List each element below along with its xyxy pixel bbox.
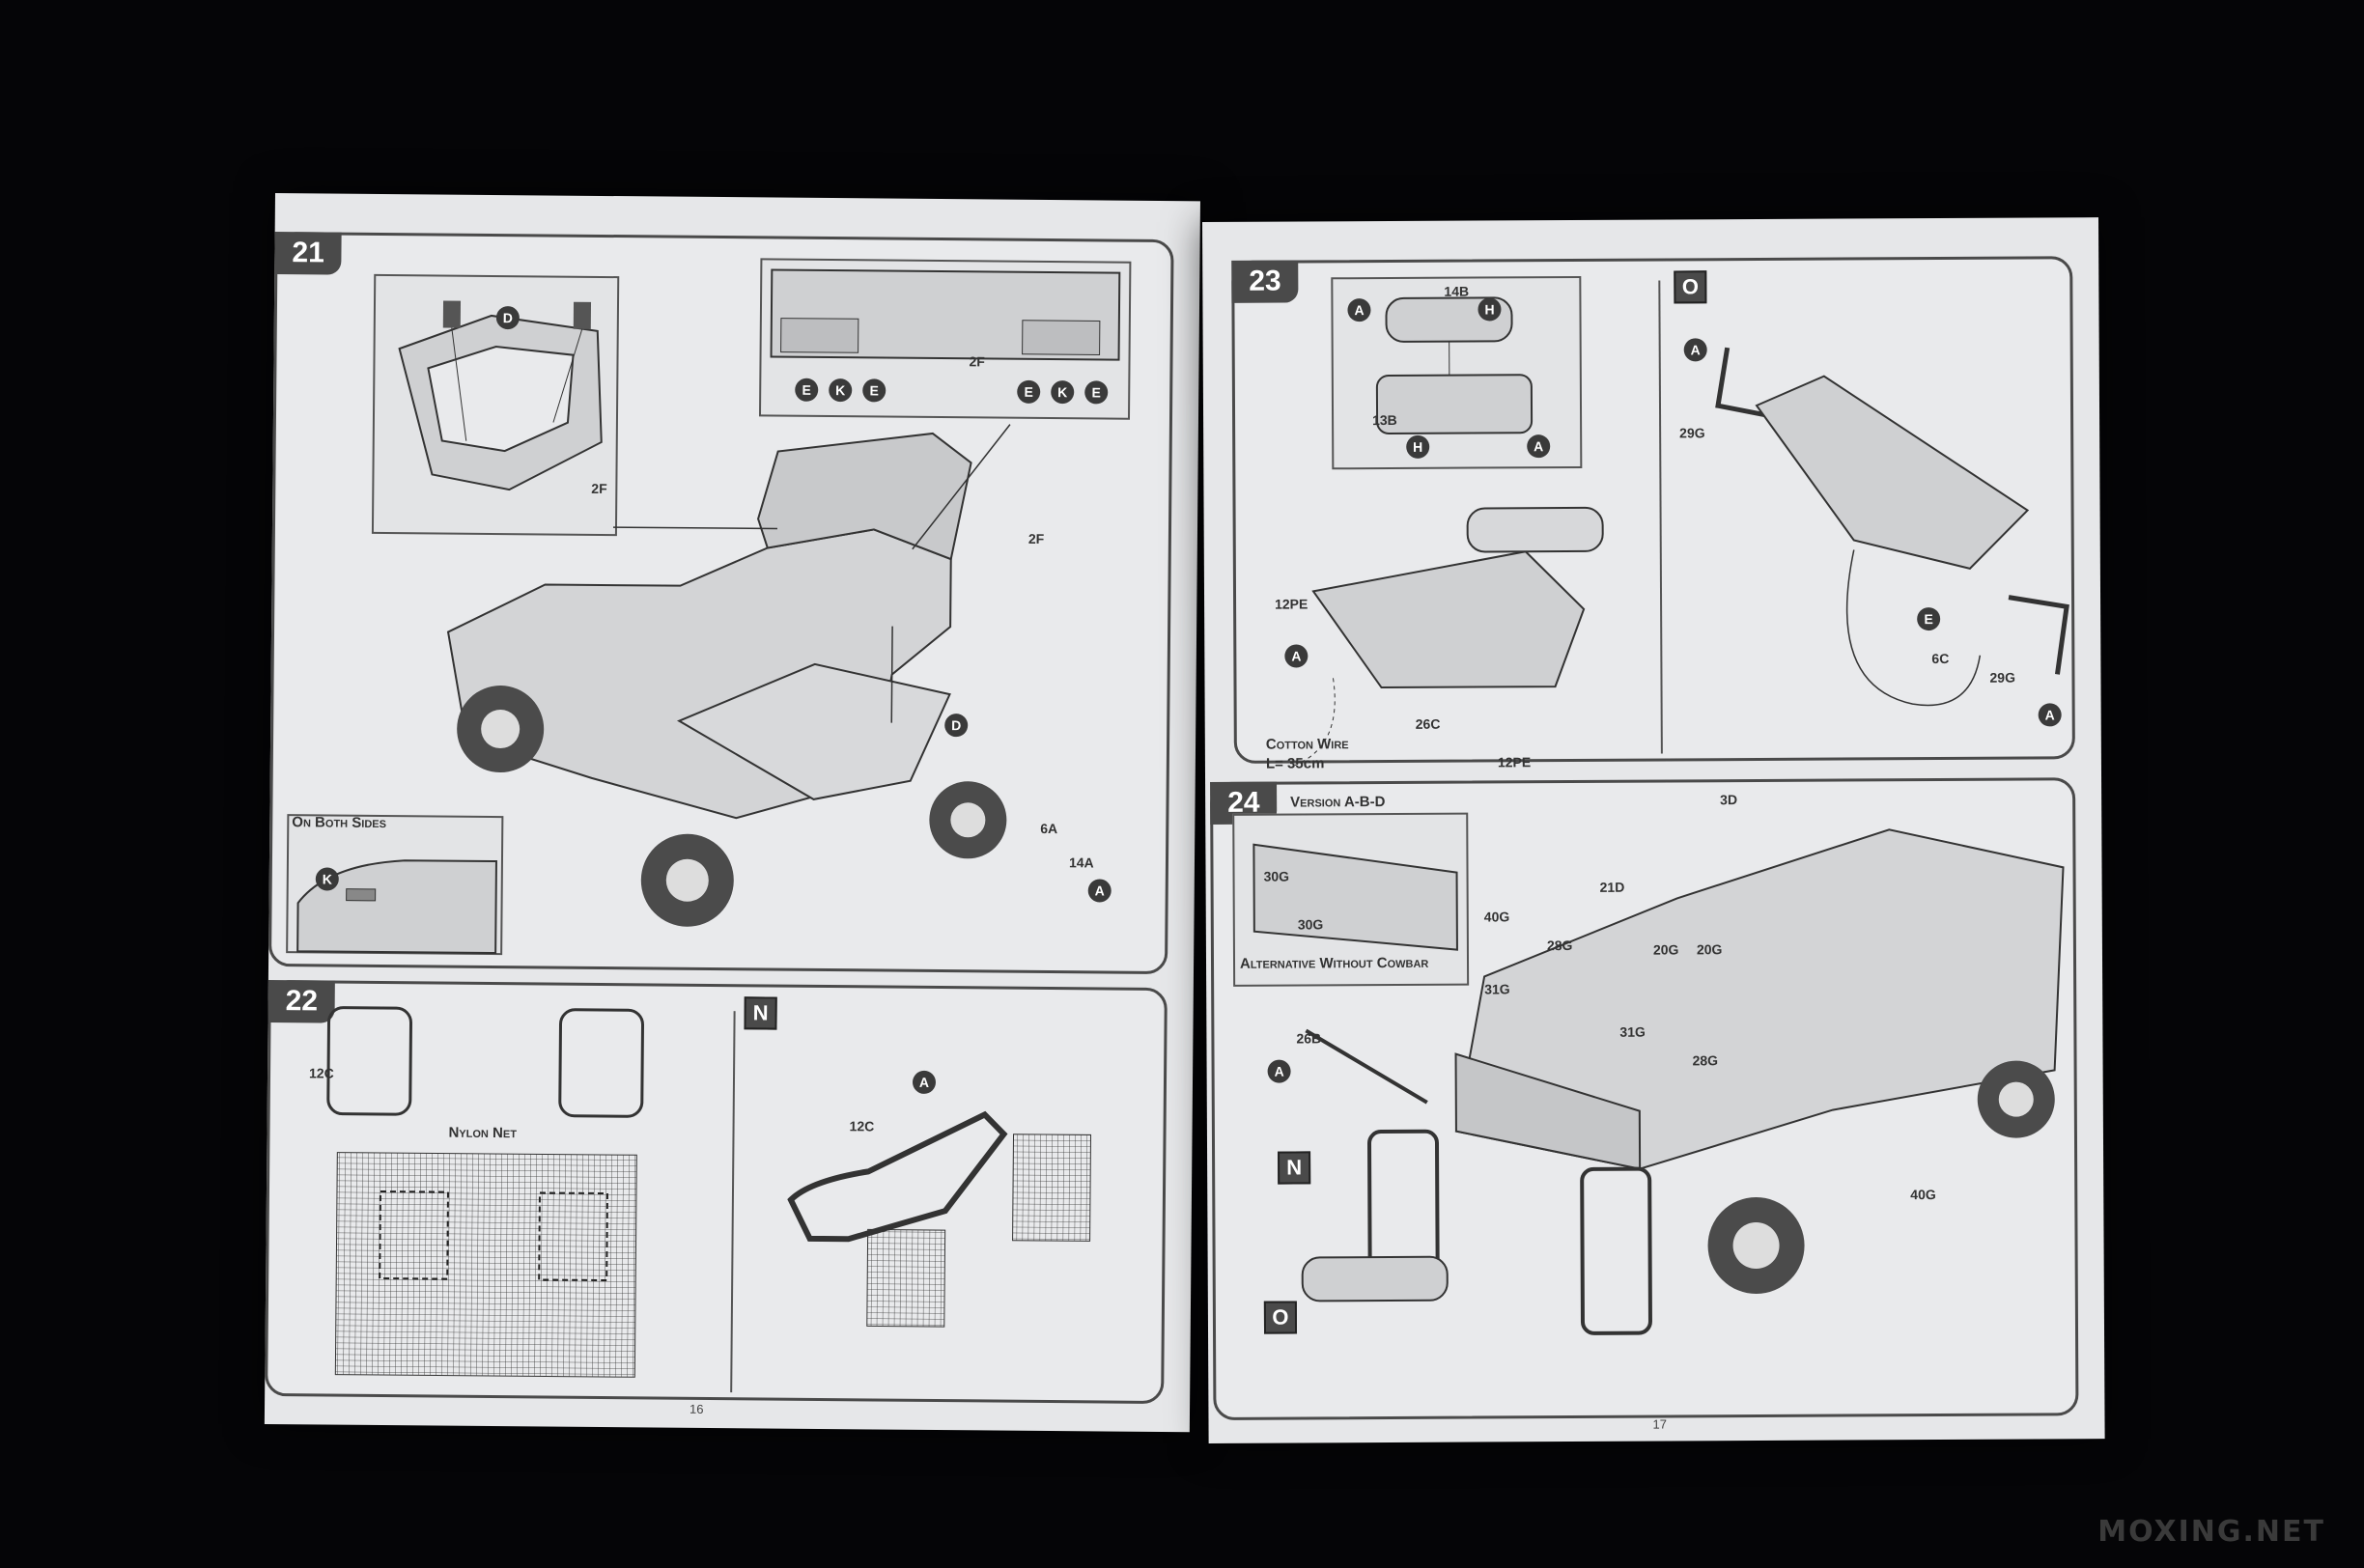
part-26c-label: 26C [1415,715,1441,732]
part-29g-label: 29G [1989,669,2015,686]
part-12pe-label: 12PE [1497,754,1532,770]
wire-length-caption: L= 35cm [1265,755,1325,772]
side-detail-drawing [296,859,497,955]
panel-o-marker: O [1263,1301,1298,1334]
vehicle-assembly-drawing [446,424,1011,927]
part-3d-label: 3D [1720,792,1738,808]
step-23-panel: 23 A 14B H 13B H A 12PE A 26C [1231,256,2075,772]
part-31g-label: 31G [1619,1023,1646,1040]
part-31g-label: 31G [1484,981,1510,997]
cotton-wire-caption: Cotton Wire [1265,736,1349,753]
part-a-marker: A [912,1070,937,1095]
part-28g-label: 28G [1692,1052,1719,1069]
part-21d-label: 21D [1599,879,1625,895]
part-28g-label: 28G [1546,938,1573,954]
panel-n-marker: N [744,996,777,1030]
part-6a-label: 6A [1040,820,1058,837]
step-21-panel: 21 D 2F 2F E K E E [268,231,1174,975]
step-24-panel: 24 Version A-B-D 30G 30G Alternative Wit… [1210,777,2079,1420]
winch-inset-box: A 14B H 13B H A [1331,275,1583,470]
panel-n-marker: N [1278,1151,1311,1185]
part-26b-label: 26B [1296,1030,1322,1047]
panel-o-marker: O [1674,270,1707,304]
watermark: MOXING.NET [2097,1515,2325,1549]
left-page: 21 D 2F 2F E K E E [264,193,1200,1433]
part-k-marker: K [315,867,339,891]
part-14a-label: 14A [1068,854,1094,871]
part-a-marker: A [1267,1059,1291,1083]
inset-both-sides [286,814,504,956]
alt-cowbar-inset: 30G 30G Alternative Without Cowbar [1232,812,1470,987]
page-number: 16 [689,1401,704,1416]
part-2f-label: 2F [1027,530,1045,546]
part-a-marker: A [1683,338,1707,362]
part-12c-label: 12C [308,1065,334,1081]
nylon-net-caption: Nylon Net [448,1124,518,1142]
nylon-net-drawing [326,1006,1092,1393]
step-22-panel: 22 12C Nylon Net N A 12C [265,979,1168,1405]
part-12c-label: 12C [849,1118,875,1134]
part-d-marker: D [944,714,969,738]
vehicle-front-drawing [1301,828,2065,1335]
part-12pe-label: 12PE [1275,596,1309,612]
part-e-marker: E [1917,607,1941,631]
inset-box-rear: 2F E K E E K E [758,258,1132,420]
part-40g-label: 40G [1910,1187,1936,1203]
rear-panel-drawing [770,268,1121,361]
part-a-marker: A [1284,644,1309,668]
on-both-sides-caption: On Both Sides [292,814,387,832]
part-6c-label: 6C [1931,650,1950,667]
right-page: 23 A 14B H 13B H A 12PE A 26C [1202,217,2105,1443]
frame-part-drawing [398,300,603,491]
part-a-marker: A [1087,879,1112,903]
page-number: 17 [1652,1416,1668,1432]
part-a-marker: A [2038,703,2062,727]
part-20g-label: 20G [1696,941,1723,958]
cowbar-assembly-drawing [1294,280,2069,766]
part-20g-label: 20G [1652,941,1679,958]
part-40g-label: 40G [1483,909,1510,925]
front-bumper-drawing [1252,843,1458,951]
part-29g-label: 29G [1679,425,1705,441]
inset-box-frame: D 2F [371,273,620,537]
